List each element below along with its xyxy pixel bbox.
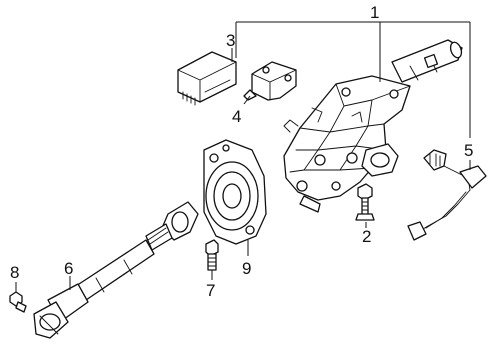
callout-7: 7 <box>206 281 215 300</box>
callout-3: 3 <box>226 31 235 50</box>
callout-1: 1 <box>370 3 379 22</box>
leader-lines <box>15 21 471 292</box>
stud-part-7 <box>205 239 219 271</box>
bolt-part-2 <box>355 183 375 221</box>
steering-column-part <box>283 39 463 213</box>
bracket-module-part <box>243 61 297 101</box>
bearing-plate-part <box>203 139 267 245</box>
callout-4: 4 <box>232 107 241 126</box>
intermediate-shaft-part <box>33 201 199 339</box>
wiring-harness-part <box>407 149 487 241</box>
callout-6: 6 <box>64 259 73 278</box>
callout-2: 2 <box>362 227 371 246</box>
control-module-part <box>177 51 237 106</box>
callout-8: 8 <box>10 263 19 282</box>
small-bolt-part-8 <box>9 291 27 313</box>
callout-9: 9 <box>242 259 251 278</box>
callout-5: 5 <box>464 141 473 160</box>
